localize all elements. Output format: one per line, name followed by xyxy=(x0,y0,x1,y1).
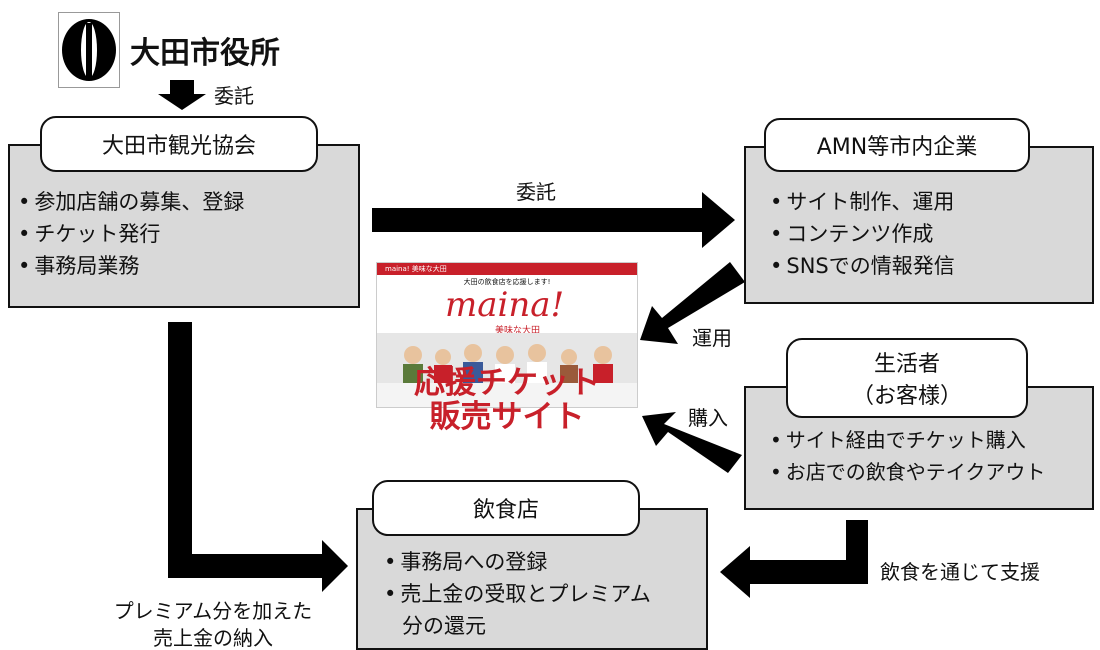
list-item: チケット発行 xyxy=(18,218,244,250)
site-logo: maina! xyxy=(445,285,565,325)
customer-list: サイト経由でチケット購入 お店での飲食やテイクアウト xyxy=(770,424,1046,488)
list-item: 売上金の受取とプレミアム xyxy=(384,578,651,610)
list-item: コンテンツ作成 xyxy=(770,218,955,250)
list-item: サイト経由でチケット購入 xyxy=(770,424,1045,456)
arrow-amn-to-site xyxy=(640,262,745,344)
payment-label-line1: プレミアム分を加えた xyxy=(113,599,313,623)
list-item: お店での飲食やテイクアウト xyxy=(770,456,1046,488)
list-item: 事務局業務 xyxy=(18,250,244,282)
overlay-line-1: 応援チケット xyxy=(414,365,600,401)
purchase-label: 購入 xyxy=(688,406,728,430)
arrow-city-to-kanko xyxy=(158,80,206,110)
site-footer xyxy=(377,383,637,407)
restaurant-item-continuation: 分の還元 xyxy=(402,614,486,638)
arrow-customer-to-site xyxy=(642,412,742,473)
kanko-list: 参加店舗の募集、登録 チケット発行 事務局業務 xyxy=(18,186,244,282)
arrow-kanko-to-amn xyxy=(372,192,735,248)
support-label: 飲食を通じて支援 xyxy=(880,560,1040,584)
commission-label-top: 委託 xyxy=(214,84,254,108)
overlay-line-2: 販売サイト xyxy=(429,399,585,435)
commission-label: 委託 xyxy=(516,180,556,204)
list-item: SNSでの情報発信 xyxy=(770,250,954,282)
restaurant-title: 飲食店 xyxy=(372,480,640,536)
payment-label: プレミアム分を加えた 売上金の納入 xyxy=(88,598,338,650)
payment-label-line2: 売上金の納入 xyxy=(153,626,273,650)
customer-title: 生活者 （お客様） xyxy=(786,338,1028,418)
operation-label: 運用 xyxy=(692,326,732,350)
city-hall-title: 大田市役所 xyxy=(130,36,280,71)
customer-title-line2: （お客様） xyxy=(851,384,962,409)
list-item: 参加店舗の募集、登録 xyxy=(18,186,244,218)
site-overlay-text: 応援チケット 販売サイト xyxy=(376,366,638,434)
site-illustration xyxy=(377,333,637,383)
site-header-bar: maina! 美味な大田 xyxy=(377,263,637,275)
amn-list: サイト制作、運用 コンテンツ作成 SNSでの情報発信 xyxy=(770,186,955,282)
list-item: 事務局への登録 xyxy=(384,546,651,578)
ticket-site-screenshot: maina! 美味な大田 大田の飲食店を応援します! maina! 美味な大田 xyxy=(376,262,638,408)
site-subtitle: 大田の飲食店を応援します! xyxy=(463,278,551,286)
customer-title-line1: 生活者 xyxy=(873,352,940,377)
amn-title: AMN等市内企業 xyxy=(764,118,1030,172)
city-emblem-icon xyxy=(58,12,120,88)
list-item: サイト制作、運用 xyxy=(770,186,955,218)
kanko-title: 大田市観光協会 xyxy=(40,116,318,172)
arrow-customer-to-restaurant xyxy=(720,520,868,598)
arrow-kanko-to-restaurant xyxy=(168,322,348,592)
site-logo-sub: 美味な大田 xyxy=(495,326,541,336)
restaurant-list: 事務局への登録 売上金の受取とプレミアム xyxy=(384,546,651,610)
